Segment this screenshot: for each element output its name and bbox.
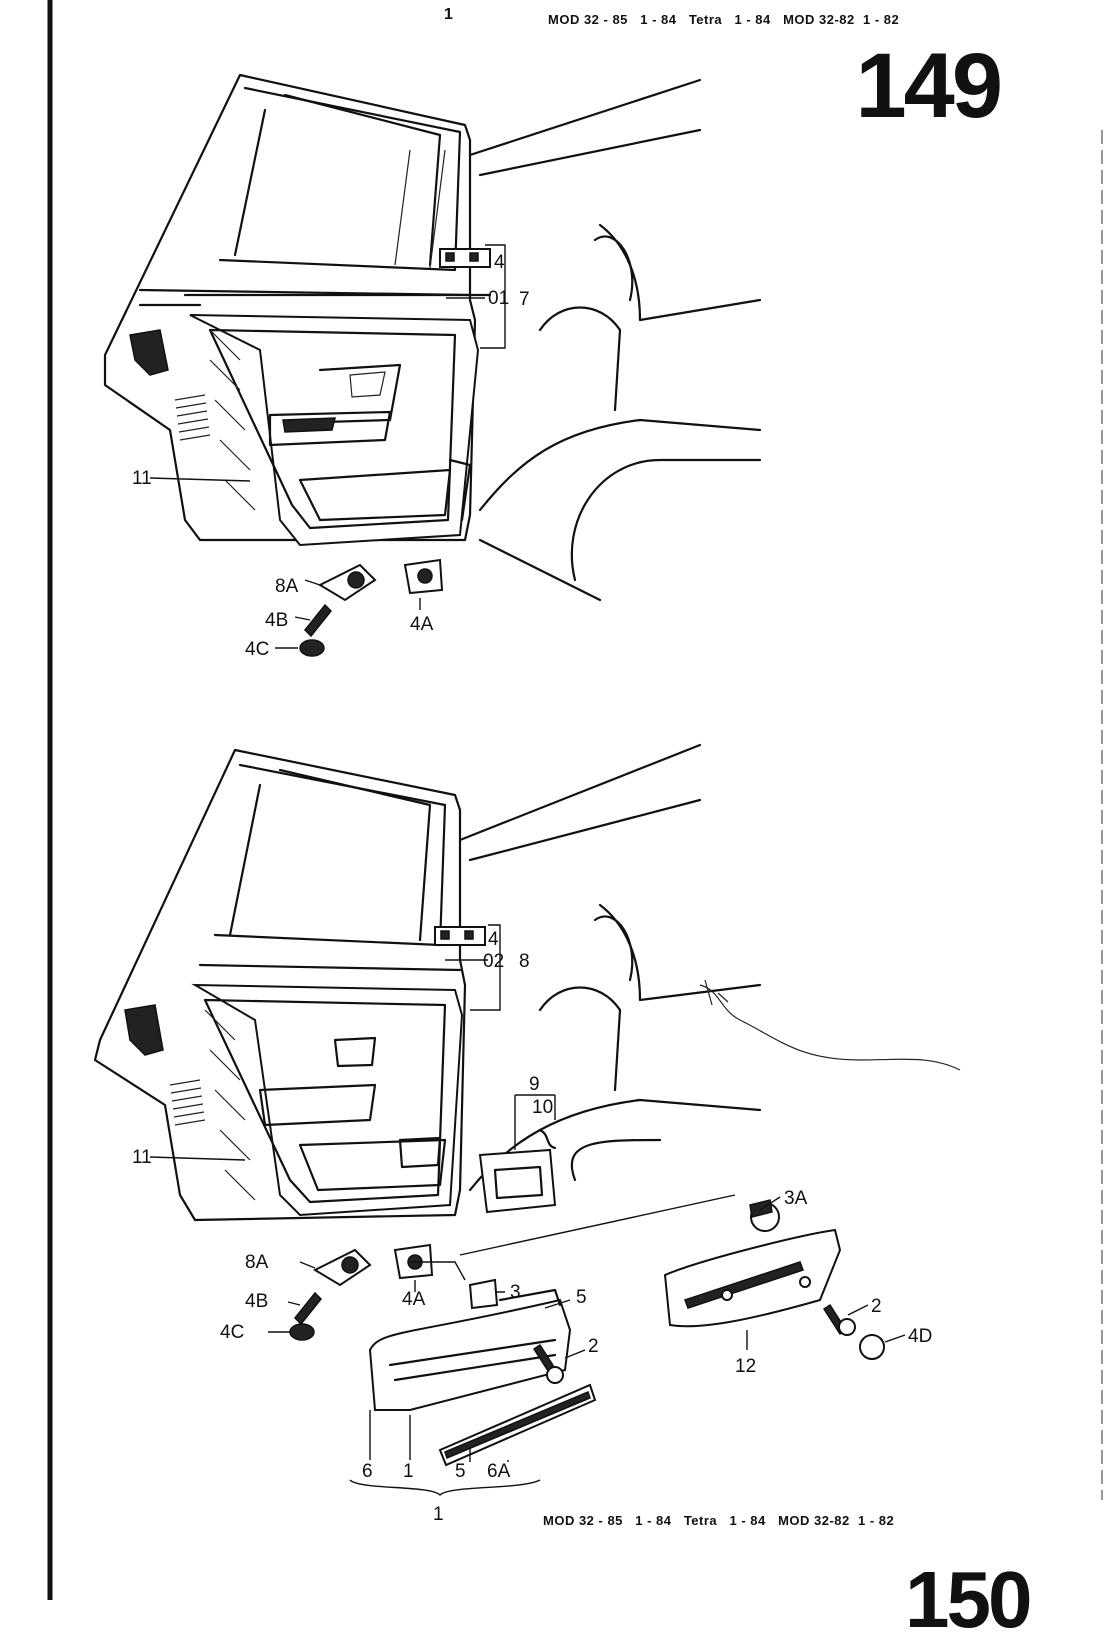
callout-top-4C: 4C xyxy=(245,639,269,660)
callout-bottom-8: 8 xyxy=(519,951,530,972)
callout-bottom-2-right: 2 xyxy=(871,1296,882,1317)
parts-catalog-page: 1 MOD 32 - 85 1 - 84 Tetra 1 - 84 MOD 32… xyxy=(47,0,1103,1640)
footer-model-codes: MOD 32 - 85 1 - 84 Tetra 1 - 84 MOD 32-8… xyxy=(543,1513,895,1528)
callout-bottom-3A: 3A xyxy=(784,1188,808,1209)
header-model-codes: MOD 32 - 85 1 - 84 Tetra 1 - 84 MOD 32-8… xyxy=(548,12,900,27)
callout-bottom-2-left: 2 xyxy=(588,1336,599,1357)
callout-bottom-8A: 8A xyxy=(245,1252,269,1273)
callout-bottom-1: 1 xyxy=(433,1504,444,1525)
bottom-door-assembly xyxy=(93,743,961,1496)
top-door-assembly xyxy=(103,73,762,657)
callout-bottom-5-upper: 5 xyxy=(576,1287,587,1308)
callout-bottom-10: 10 xyxy=(532,1097,553,1118)
callout-top-7: 7 xyxy=(519,289,530,310)
page-number: 149 xyxy=(855,35,1003,137)
callout-top-4A: 4A xyxy=(410,614,434,635)
callout-bottom-4D: 4D xyxy=(908,1326,932,1347)
bottom-callouts: 4 02 8 9 10 11 3A 8A 4A 3 5 4B 4C 2 2 4D… xyxy=(132,929,932,1525)
callout-bottom-6A: 6A xyxy=(487,1461,511,1482)
callout-bottom-12: 12 xyxy=(735,1356,756,1377)
exploded-parts-diagram: 4 01 7 11 8A 4A 4B 4C 4 02 8 9 10 11 3A … xyxy=(47,0,1103,1600)
callout-bottom-4C: 4C xyxy=(220,1322,244,1343)
callout-bottom-5-lower: 5 xyxy=(455,1461,466,1482)
callout-bottom-4: 4 xyxy=(488,929,499,950)
callout-top-11: 11 xyxy=(132,468,152,489)
callout-bottom-3: 3 xyxy=(510,1282,521,1303)
callout-bottom-6: 6 xyxy=(362,1461,373,1482)
callout-bottom-4B: 4B xyxy=(245,1291,268,1312)
callout-bottom-9: 9 xyxy=(529,1074,540,1095)
callout-top-01: 01 xyxy=(488,288,509,309)
header-mark: 1 xyxy=(444,6,454,23)
callout-bottom-11: 11 xyxy=(132,1147,152,1168)
callout-bottom-02: 02 xyxy=(483,951,504,972)
callout-bottom-4A: 4A xyxy=(402,1289,426,1310)
next-page-number-fragment: 150 xyxy=(905,1555,1032,1644)
callout-top-4: 4 xyxy=(494,252,505,273)
callout-top-4B: 4B xyxy=(265,610,288,631)
callout-bottom-1-upper: 1 xyxy=(403,1461,414,1482)
top-callouts: 4 01 7 11 8A 4A 4B 4C xyxy=(132,252,530,660)
callout-top-8A: 8A xyxy=(275,576,299,597)
